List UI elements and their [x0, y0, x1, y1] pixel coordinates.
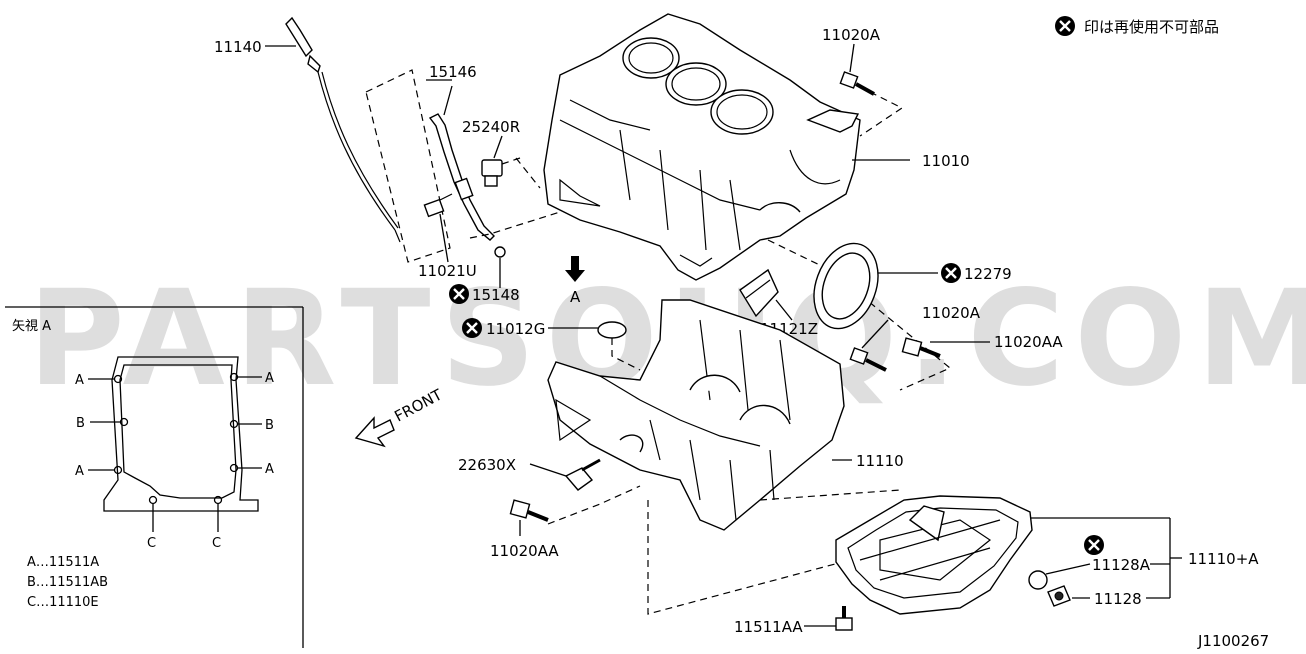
- o-ring-11012g: 11012G: [462, 318, 641, 371]
- bolt-11020aa-mid: 11020AA: [901, 333, 1063, 358]
- inset-point-bottom-2: C: [212, 536, 221, 551]
- inset-point-left-2: B: [76, 416, 85, 431]
- inset-title: 矢視 A: [12, 319, 51, 334]
- label-11020aa-mid: 11020AA: [994, 333, 1063, 351]
- bolt-11021u: 11021U: [418, 193, 477, 280]
- bolt-11020aa-bottom: 11020AA: [490, 485, 641, 560]
- inset-point-left-3: A: [75, 464, 84, 479]
- label-25240r: 25240R: [462, 118, 520, 136]
- inset-legend-b: B…11511AB: [27, 575, 108, 590]
- inset-legend-c: C…11110E: [27, 595, 99, 610]
- label-11010: 11010: [922, 152, 970, 170]
- bolt-11511aa: 11511AA: [734, 606, 853, 636]
- guide-group-outline: [365, 69, 451, 263]
- non-reusable-note: 印は再使用不可部品: [1055, 16, 1219, 36]
- label-11140: 11140: [214, 38, 262, 56]
- washer-11128a: 11128A: [1028, 535, 1170, 590]
- note-text: 印は再使用不可部品: [1084, 18, 1219, 36]
- label-22630x: 22630X: [458, 456, 516, 474]
- label-11020a-top: 11020A: [822, 26, 881, 44]
- label-12279: 12279: [964, 265, 1012, 283]
- label-11110a: 11110+A: [1188, 550, 1259, 568]
- inset-legend-a: A…11511A: [27, 555, 99, 570]
- label-11511aa: 11511AA: [734, 618, 803, 636]
- label-11128a: 11128A: [1092, 556, 1151, 574]
- bolt-11020a-top: 11020A: [822, 26, 881, 96]
- diagram-code: J1100267: [1197, 632, 1269, 650]
- label-11012g: 11012G: [486, 320, 545, 338]
- inset-point-right-3: A: [265, 462, 274, 477]
- drain-plug-11128: 11128: [1047, 585, 1170, 608]
- lower-cylinder-block: 11110: [547, 299, 904, 531]
- label-15146: 15146: [429, 63, 477, 81]
- oil-pan: 11110+A: [835, 495, 1259, 615]
- inset-view-a: 矢視 A A B A A B A C C A…11511A B…11511AB …: [5, 306, 304, 648]
- label-15148: 15148: [472, 286, 520, 304]
- oil-seal-12279: 12279: [813, 242, 1012, 330]
- arrow-label: A: [570, 288, 581, 306]
- label-11021u: 11021U: [418, 262, 477, 280]
- label-11110: 11110: [856, 452, 904, 470]
- o-ring-15148: 15148: [449, 246, 520, 304]
- oil-level-gauge: 11140: [214, 16, 401, 243]
- inset-point-right-1: A: [265, 371, 274, 386]
- cylinder-block: 11010: [543, 13, 970, 281]
- label-11020a-mid: 11020A: [922, 304, 981, 322]
- bolt-11020a-mid: 11020A: [849, 304, 981, 372]
- sensor-22630x: 22630X: [458, 456, 601, 491]
- inset-point-right-2: B: [265, 418, 274, 433]
- knock-sensor-25240r: 25240R: [462, 118, 521, 187]
- inset-point-left-1: A: [75, 373, 84, 388]
- oil-gauge-guide: 15146: [426, 63, 495, 241]
- label-11020aa-bottom: 11020AA: [490, 542, 559, 560]
- inset-point-bottom-1: C: [147, 536, 156, 551]
- view-arrow-a: A: [565, 256, 585, 306]
- label-11128: 11128: [1094, 590, 1142, 608]
